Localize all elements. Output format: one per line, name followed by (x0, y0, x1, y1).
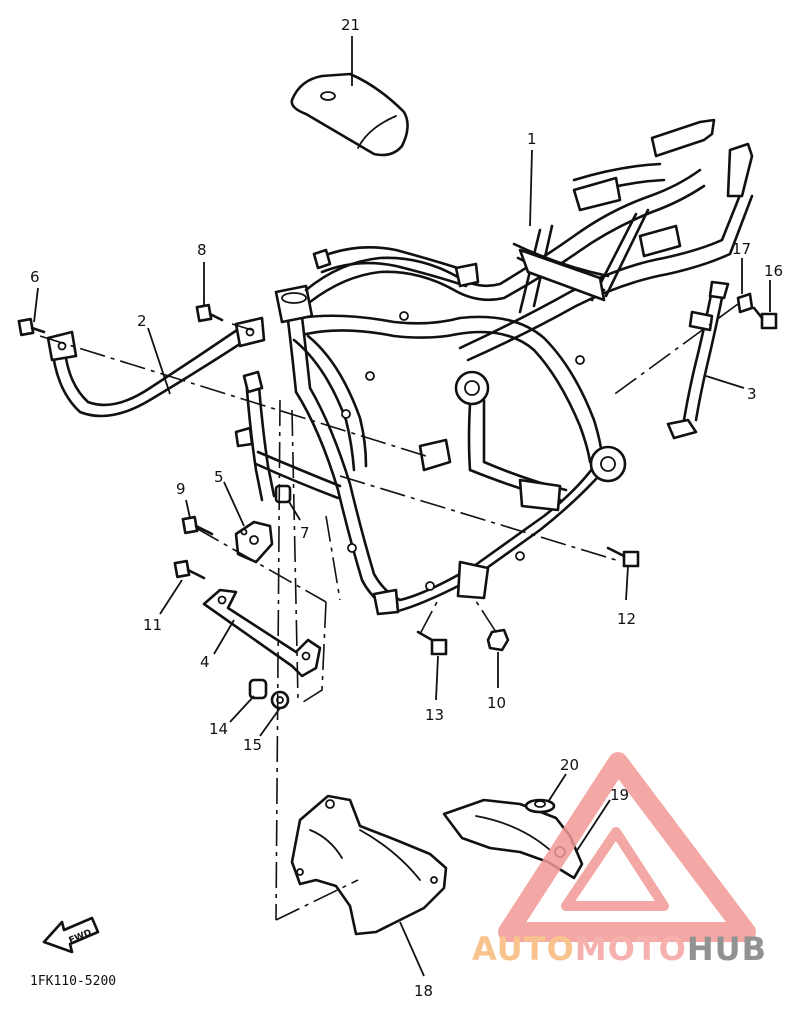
part-8-bolt (195, 303, 224, 323)
callout-3: 3 (747, 385, 757, 403)
callout-14: 14 (209, 720, 228, 738)
part-20-grommet (524, 798, 556, 814)
callout-6: 6 (30, 268, 40, 286)
part-14-collar (248, 678, 268, 700)
leader-lines (33, 36, 771, 977)
callout-13: 13 (425, 706, 444, 724)
callout-15: 15 (243, 736, 262, 754)
callout-8: 8 (197, 241, 207, 259)
callout-2: 2 (137, 312, 147, 330)
callout-12: 12 (617, 610, 636, 628)
part-15-washer (270, 690, 290, 710)
part-4-engine-bracket (202, 588, 322, 678)
part-10-nut (486, 628, 510, 652)
part-13-bolt (416, 630, 448, 656)
part-2-left-frame-bar (46, 316, 266, 418)
watermark-triangle-icon (498, 752, 756, 942)
callout-4: 4 (200, 653, 210, 671)
part-21-cover (290, 72, 409, 157)
part-16-bolt (752, 306, 778, 330)
part-11-bolt (173, 559, 206, 580)
watermark-logo: AUTOMOTOHUB (472, 752, 767, 968)
watermark-auto: AUTO (472, 930, 575, 968)
part-7-nut (274, 484, 292, 504)
part-3-right-frame-bar (666, 280, 730, 440)
callout-9: 9 (176, 480, 186, 498)
watermark-moto: MOTO (575, 930, 687, 968)
callout-18: 18 (414, 982, 433, 1000)
drawing-code: 1FK110-5200 (30, 974, 116, 989)
part-6-bolt (17, 317, 46, 337)
part-1-main-frame (234, 118, 754, 616)
callout-19: 19 (610, 786, 629, 804)
part-9-bolt (181, 515, 214, 536)
forward-arrow-icon: FWD (42, 916, 100, 954)
callout-7: 7 (300, 524, 310, 542)
assembly-lines (39, 303, 739, 921)
callout-17: 17 (732, 240, 751, 258)
callout-labels: 21 1 2 3 4 5 6 7 8 9 10 11 12 13 14 15 1… (30, 16, 783, 1000)
part-5-engine-mount-plate (234, 520, 274, 564)
callout-21: 21 (341, 16, 360, 34)
svg-text:AUTOMOTOHUB: AUTOMOTOHUB (472, 930, 767, 968)
watermark-hub: HUB (687, 930, 767, 968)
part-17-clip (736, 292, 754, 314)
part-12-bolt (606, 546, 640, 568)
callout-1: 1 (527, 130, 537, 148)
callout-10: 10 (487, 694, 506, 712)
callout-20: 20 (560, 756, 579, 774)
callout-16: 16 (764, 262, 783, 280)
part-18-lower-cover (290, 794, 448, 936)
callout-5: 5 (214, 468, 224, 486)
callout-11: 11 (143, 616, 162, 634)
